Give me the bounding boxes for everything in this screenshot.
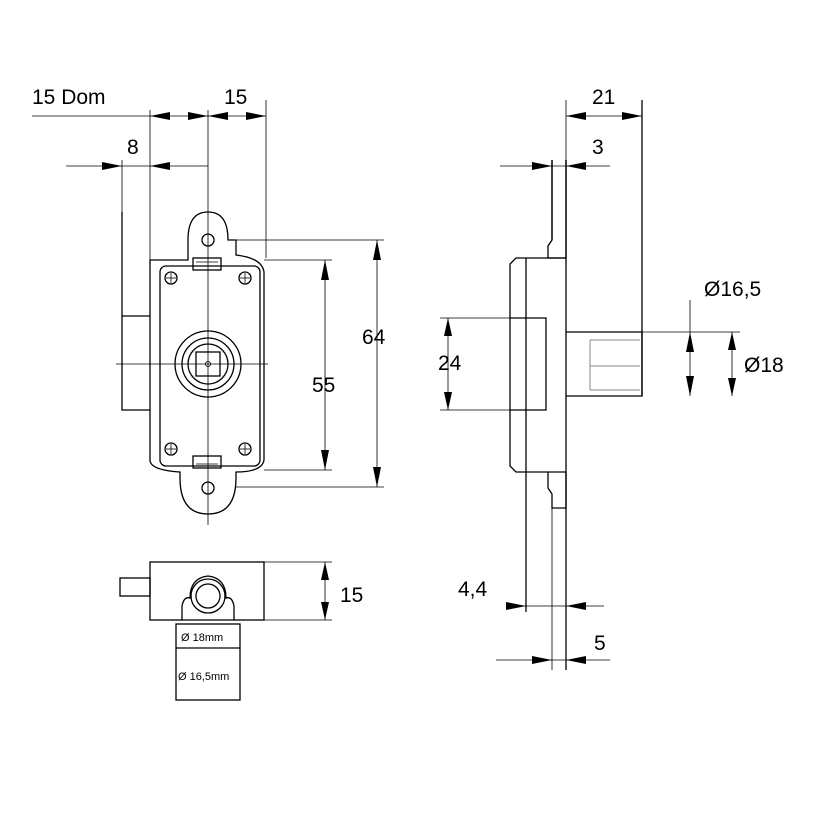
label-dia-16-5: Ø16,5 [704,278,761,301]
label-4-4: 4,4 [458,578,488,601]
dim-24: 24 [438,317,510,411]
side-bolt [510,317,547,411]
bottom-body [149,561,265,621]
front-bolt [121,315,150,411]
dim-15-bottom: 15 [264,561,363,621]
bottom-bolt [119,577,151,597]
dim-5: 5 [496,508,610,670]
dim-dia-18: Ø18 [642,331,784,396]
label-21: 21 [592,86,615,109]
front-plate [159,265,261,467]
side-cylinder [566,331,643,397]
top-clip [192,257,222,271]
label-8: 8 [127,136,139,159]
label-3: 3 [592,136,604,159]
dim-55: 55 [264,259,335,471]
dim-21: 21 [565,86,642,160]
label-5: 5 [594,632,606,655]
label-15-top: 15 [224,86,247,109]
dim-3: 3 [500,136,610,170]
bottom-view: Ø 18mm Ø 16,5mm [119,561,265,701]
dim-15-dom: 15 Dom 15 [32,86,266,120]
dim-4-4: 4,4 [458,578,604,612]
label-64: 64 [362,326,386,349]
label-24: 24 [438,352,462,375]
bottom-cylinder [175,623,241,701]
front-view [116,100,268,525]
dim-64: 64 [228,239,386,488]
label-15-bottom: 15 [340,584,363,607]
label-cyl-18mm: Ø 18mm [181,632,223,644]
front-flange-outline [149,211,265,515]
dim-8: 8 [66,136,208,170]
label-dia-18: Ø18 [744,354,784,377]
corner-screws [164,271,252,456]
label-15-dom: 15 Dom [32,86,106,109]
bottom-clip [192,455,222,469]
side-body [509,257,566,473]
bottom-cylinder-boss [181,575,235,620]
label-55: 55 [312,374,335,397]
label-cyl-16-5mm: Ø 16,5mm [178,671,229,683]
side-view [509,100,643,670]
side-flange [547,160,567,259]
dim-dia-16-5: Ø16,5 [686,278,761,396]
